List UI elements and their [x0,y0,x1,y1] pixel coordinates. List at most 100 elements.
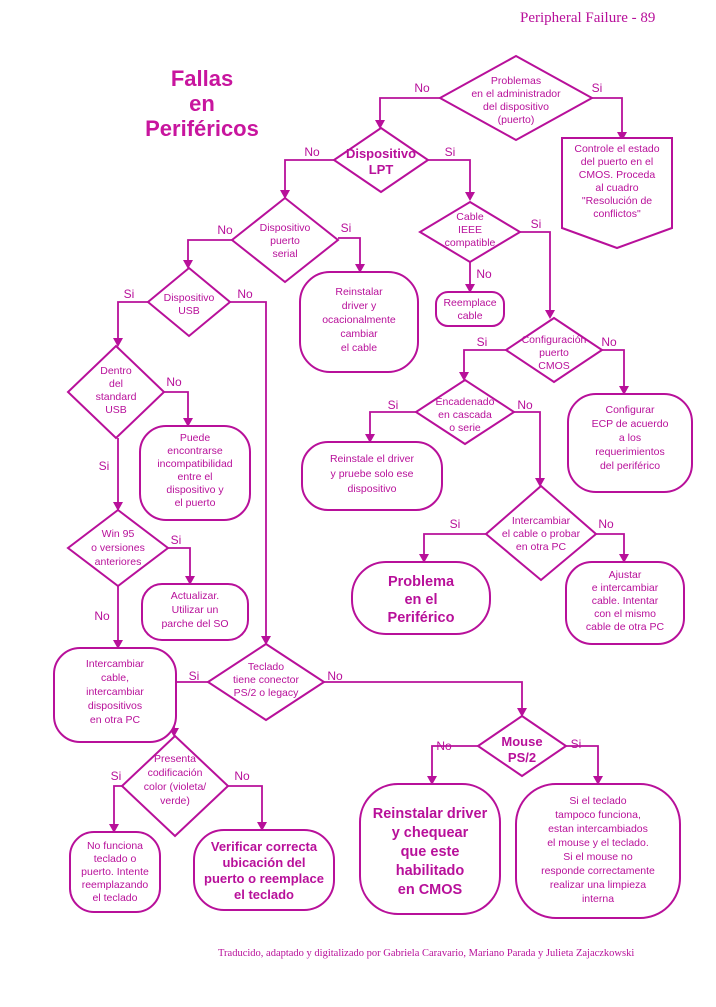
decision-serial: Dispositivo puerto serial [230,196,340,284]
svg-text:serial: serial [272,248,297,260]
svg-text:requerimientos: requerimientos [595,446,664,458]
svg-text:cable de otra PC: cable de otra PC [586,621,665,633]
svg-text:del: del [109,378,123,390]
svg-text:cable: cable [457,310,482,322]
svg-text:Reemplace: Reemplace [443,297,496,309]
decision-mouse: Mouse PS/2 [476,714,568,778]
label-no: No [94,609,110,623]
svg-text:Cable: Cable [456,211,484,223]
svg-text:dispositivo: dispositivo [347,483,396,495]
decision-intercambiar-cable: Intercambiar el cable o probar en otra P… [484,484,598,582]
svg-text:o serie: o serie [449,422,481,434]
svg-text:CMOS. Proceda: CMOS. Proceda [579,169,656,181]
svg-text:Dispositivo: Dispositivo [346,146,416,161]
svg-text:del periférico: del periférico [600,460,660,472]
svg-text:Reinstalar driver: Reinstalar driver [373,806,488,822]
svg-text:interna: interna [582,893,614,905]
svg-text:el cable: el cable [341,342,377,354]
title-line-3: Periféricos [145,116,259,141]
terminal-controle-cmos: Controle el estado del puerto en el CMOS… [561,137,673,250]
decision-teclado: Teclado tiene conector PS/2 o legacy [206,642,326,722]
svg-text:del dispositivo: del dispositivo [483,101,549,113]
terminal-intercambiar-dispositivos: Intercambiar cable, intercambiar disposi… [53,647,177,743]
svg-text:Actualizar.: Actualizar. [171,590,219,602]
svg-text:tampoco funciona,: tampoco funciona, [555,809,641,821]
svg-text:puerto o reemplace: puerto o reemplace [204,871,324,886]
terminal-reemplace-cable: Reemplace cable [435,291,505,327]
decision-win95: Win 95 o versiones anteriores [66,508,170,588]
svg-text:conflictos": conflictos" [593,208,641,220]
terminal-actualizar: Actualizar. Utilizar un parche del SO [141,583,249,641]
svg-text:codificación: codificación [148,767,203,779]
terminal-reinstalar-driver: Reinstalar driver y ocacionalmente cambi… [299,271,419,373]
svg-text:incompatibilidad: incompatibilidad [157,458,232,470]
svg-text:anteriores: anteriores [95,556,142,568]
label-si: Si [571,737,582,751]
svg-text:o versiones: o versiones [91,542,145,554]
svg-text:CMOS: CMOS [538,360,570,372]
svg-text:LPT: LPT [369,162,394,177]
terminal-no-funciona-teclado: No funciona teclado o puerto. Intente re… [69,831,161,913]
svg-text:en cascada: en cascada [438,409,492,421]
label-no: No [517,398,533,412]
page-header: Peripheral Failure - 89 [520,10,655,26]
label-no: No [217,223,233,237]
title-line-1: Fallas [171,66,233,91]
svg-text:del puerto en el: del puerto en el [581,156,653,168]
svg-text:Configurar: Configurar [605,404,655,416]
svg-text:Controle el estado: Controle el estado [574,143,659,155]
label-no: No [237,287,253,301]
svg-text:USB: USB [105,404,127,416]
svg-text:parche del SO: parche del SO [161,618,228,630]
svg-text:el mouse y el teclado.: el mouse y el teclado. [547,837,649,849]
svg-text:a los: a los [619,432,641,444]
svg-text:dispositivos: dispositivos [88,700,142,712]
label-si: Si [99,459,110,473]
terminal-si-teclado: Si el teclado tampoco funciona, estan in… [515,783,681,919]
terminal-reinstale-driver: Reinstale el driver y pruebe solo ese di… [301,441,443,511]
terminal-problema-periferico: Problema en el Periférico [351,561,491,635]
svg-text:Puede: Puede [180,432,211,444]
svg-text:habilitado: habilitado [396,863,465,879]
footer-credits: Traducido, adaptado y digitalizado por G… [218,948,634,959]
terminal-incompatibilidad: Puede encontrarse incompatibilidad entre… [139,425,251,521]
svg-text:standard: standard [96,391,137,403]
svg-text:Encadenado: Encadenado [436,396,495,408]
svg-text:Intercambiar: Intercambiar [512,515,571,527]
terminal-reinstalar-cmos: Reinstalar driver y chequear que este ha… [359,783,501,915]
label-si: Si [445,145,456,159]
svg-text:ECP de acuerdo: ECP de acuerdo [592,418,669,430]
label-si: Si [111,769,122,783]
svg-text:Configuración: Configuración [522,334,587,346]
decision-dentro-standard: Dentro del standard USB [66,344,166,440]
svg-text:en el: en el [404,592,437,608]
svg-text:con el mismo: con el mismo [594,608,656,620]
svg-text:realizar una limpieza: realizar una limpieza [550,879,646,891]
terminal-verificar-ubicacion: Verificar correcta ubicación del puerto … [193,829,335,911]
svg-text:y pruebe solo ese: y pruebe solo ese [331,468,414,480]
svg-text:entre el: entre el [177,471,212,483]
svg-text:responde correctamente: responde correctamente [541,865,655,877]
svg-text:al cuadro: al cuadro [595,182,638,194]
decision-presenta: Presenta codificación color (violeta/ ve… [120,734,230,838]
svg-text:en CMOS: en CMOS [398,882,463,898]
svg-text:Periférico: Periférico [388,610,455,626]
svg-text:No funciona: No funciona [87,840,143,852]
svg-text:Win 95: Win 95 [102,528,135,540]
decision-config: Configuración puerto CMOS [504,316,604,384]
svg-text:reemplazando: reemplazando [82,879,149,891]
svg-text:Dispositivo: Dispositivo [164,292,215,304]
edge-labels: No Si No Si No Si Si No Si No Si No Si N… [94,81,617,783]
svg-text:Reinstale el driver: Reinstale el driver [330,453,415,465]
svg-text:IEEE: IEEE [458,224,482,236]
label-no: No [166,375,182,389]
title-line-2: en [189,91,215,116]
label-si: Si [388,398,399,412]
svg-text:Si el teclado: Si el teclado [569,795,626,807]
label-si: Si [341,221,352,235]
svg-text:el cable o probar: el cable o probar [502,528,581,540]
svg-text:USB: USB [178,305,200,317]
svg-text:Intercambiar: Intercambiar [86,658,145,670]
svg-text:Reinstalar: Reinstalar [335,286,383,298]
svg-text:dispositivo y: dispositivo y [166,484,224,496]
